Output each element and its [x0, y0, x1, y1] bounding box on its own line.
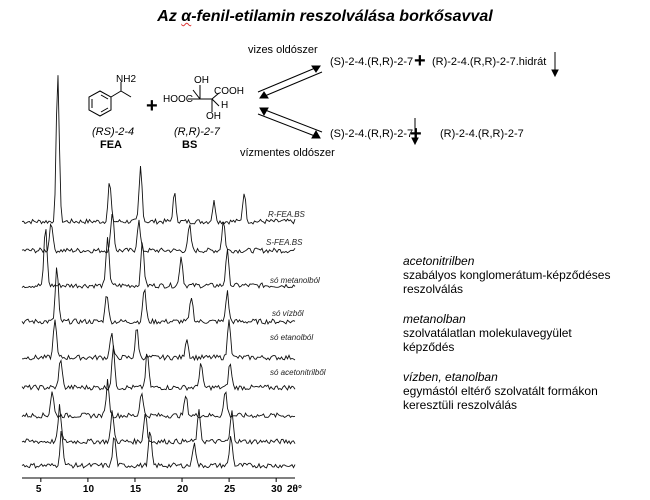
trace-label: só metanolból — [270, 276, 320, 285]
page-title: Az α-fenil-etilamin reszolválása borkősa… — [0, 8, 650, 26]
trace-label: só acetonitrilből — [270, 368, 326, 377]
trace-label: R-FEA.BS — [268, 210, 305, 219]
note-heading: vízben, etanolban — [403, 370, 498, 384]
x-tick-label: 20 — [177, 484, 189, 495]
condition-aqueous: vizes oldószer — [248, 44, 318, 56]
arrow-top — [257, 65, 323, 99]
note-line: szabályos konglomerátum-képződéses — [403, 268, 611, 282]
bs-structure — [188, 85, 220, 112]
note-line: képződés — [403, 340, 455, 354]
trace-label: S-FEA.BS — [266, 238, 303, 247]
trace-label: só vízből — [272, 309, 304, 318]
bs-hooc: HOOC — [163, 94, 193, 105]
trace-label: só etanolból — [270, 333, 314, 342]
diffractogram-trace — [21, 213, 296, 254]
note-line: egymástól eltérő szolvatált formákon — [403, 384, 598, 398]
reaction-scheme-graphics — [88, 52, 559, 146]
plus-sign: + — [410, 123, 422, 145]
bs-config: (R,R)-2-7 — [174, 126, 220, 138]
x-tick-label: 15 — [129, 484, 142, 495]
note-methanol: metanolban szolvatálatlan molekulavegyül… — [403, 312, 572, 354]
note-heading: metanolban — [403, 312, 466, 326]
note-heading: acetonitrilben — [403, 254, 475, 268]
title-alpha: α — [181, 8, 192, 25]
note-line: szolvatálatlan molekulavegyület — [403, 326, 572, 340]
bs-name: BS — [182, 139, 198, 151]
product-bottom-r: (R)-2-4.(R,R)-2-7 — [440, 128, 524, 140]
diffractogram-trace — [21, 345, 296, 392]
arrow-bottom — [257, 107, 323, 139]
down-arrow-bottom — [411, 118, 419, 146]
x-axis-unit: 2θ° — [287, 484, 302, 495]
bs-h: H — [221, 100, 229, 111]
note-acetonitrile: acetonitrilben szabályos konglomerátum-k… — [403, 254, 610, 296]
product-top-r: (R)-2-4.(R,R)-2-7.hidrát — [432, 56, 547, 68]
note-water-ethanol: vízben, etanolban egymástól eltérő szolv… — [403, 370, 598, 412]
x-tick-label: 30 — [271, 484, 283, 495]
fea-structure — [88, 82, 132, 117]
plus-sign: + — [414, 50, 426, 72]
down-arrow-top — [551, 52, 559, 78]
title-rest: -fenil-etilamin reszolválása borkősavval — [191, 8, 493, 25]
diffractogram-trace — [21, 75, 296, 225]
product-bottom-s: (S)-2-4.(R,R)-2-7 — [330, 128, 414, 140]
diffractogram-trace — [21, 404, 296, 446]
diffractogram-trace — [21, 431, 296, 469]
bs-cooh: COOH — [214, 86, 244, 97]
diffractogram-trace — [22, 319, 296, 362]
bs-oh-bottom: OH — [206, 111, 221, 122]
fea-config: (RS)-2-4 — [92, 126, 135, 138]
diffractogram-trace — [21, 229, 296, 289]
diffractogram-trace — [21, 267, 296, 326]
note-line: reszolválás — [403, 282, 464, 296]
note-line: keresztüli reszolválás — [403, 398, 518, 412]
title-prefix: Az — [157, 8, 182, 25]
x-tick-label: 25 — [224, 484, 236, 495]
plus-sign: + — [146, 95, 158, 117]
condition-anhydrous: vízmentes oldószer — [240, 147, 335, 159]
x-tick-label: 10 — [82, 484, 95, 495]
fea-name: FEA — [100, 139, 122, 151]
product-top-s: (S)-2-4.(R,R)-2-7 — [330, 56, 414, 68]
x-tick-label: 5 — [35, 484, 42, 495]
diffractogram-trace — [21, 379, 296, 420]
fea-nh2-label: NH2 — [116, 74, 137, 85]
bs-oh-top: OH — [194, 75, 209, 86]
